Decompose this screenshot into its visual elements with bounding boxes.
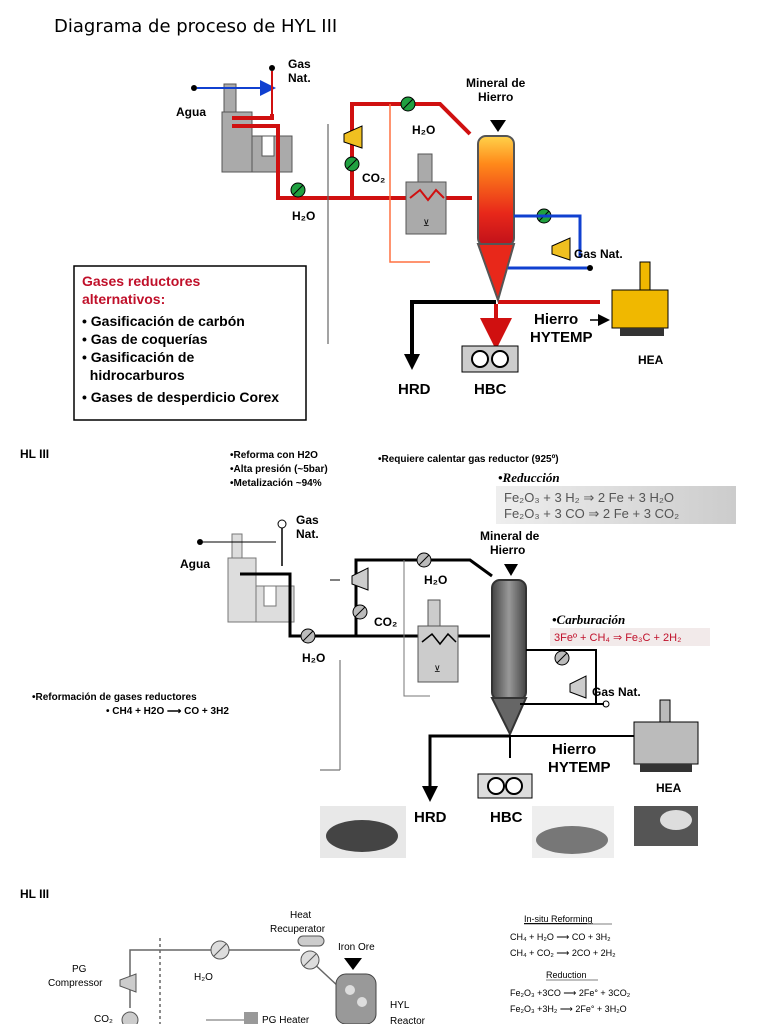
mineral-label-2-l1: Mineral de: [480, 529, 540, 543]
reformacion-eq: • CH4 + H2O ⟶ CO + 3H2: [106, 706, 229, 717]
compressor-icon-3: [351, 567, 369, 591]
hytemp-label: HYTEMP: [530, 329, 593, 346]
reactor-label: Reactor: [390, 1016, 426, 1024]
insitu-eq-2: CH₄ + CO₂ ⟶ 2CO + 2H₂: [510, 948, 616, 958]
mineral-label-2-l2: Hierro: [490, 543, 525, 557]
co2-valve-icon: [121, 1011, 139, 1024]
compressor-icon: [343, 125, 363, 149]
carburacion-label: •Carburación: [552, 612, 625, 627]
hyl-reactor-icon: [335, 973, 377, 1024]
hytemp-label-2: HYTEMP: [548, 759, 611, 776]
box-title-l2: alternativos:: [82, 291, 165, 307]
reduction-title: Reduction: [546, 970, 587, 980]
h2o-label-a: H₂O: [412, 123, 435, 137]
reduction-eq-2: Fe₂O₃ +3H₂ ⟶ 2Fe° + 3H₂O: [510, 1004, 627, 1014]
box-item-4: hidrocarburos: [82, 367, 185, 383]
reactor-shaft-furnace-2: [490, 564, 528, 737]
heat-recuperator-l2: Recuperator: [270, 924, 326, 935]
hyl-process-diagram-color: Gas Nat. Agua H₂O CO₂ H₂O ⊻ Mi: [0, 54, 768, 424]
pg-heater-icon: [244, 1012, 258, 1024]
svg-text:⊻: ⊻: [423, 218, 430, 228]
hyl-label: HYL: [390, 1000, 410, 1011]
co2-label: CO₂: [362, 171, 385, 185]
alt-gases-box: [73, 265, 307, 421]
gas-nat-label-l1: Gas: [288, 57, 311, 71]
box-title-l1: Gases reductores: [82, 273, 200, 289]
pg-compressor-icon: [119, 973, 137, 993]
insitu-eq-1: CH₄ + H₂O ⟶ CO + 3H₂: [510, 932, 611, 942]
iron-ore-arrow-icon: [344, 958, 362, 970]
svg-text:⊻: ⊻: [434, 664, 441, 674]
co2-label-2: CO₂: [374, 615, 397, 629]
heat-recuperator-icon: [297, 935, 325, 947]
h2o-label-b: H₂O: [292, 209, 315, 223]
hbc-label: HBC: [474, 381, 507, 398]
humidifier-unit: [221, 83, 293, 173]
reduccion-eq-1: Fe₂O₃ + 3 H₂ ⇒ 2 Fe + 3 H₂O: [504, 490, 674, 505]
h2o-label-2b: H₂O: [302, 651, 325, 665]
reactor-shaft-furnace: [476, 120, 516, 304]
reduction-eq-1: Fe₂O₃ +3CO ⟶ 2Fe° + 3CO₂: [510, 988, 631, 998]
mineral-label-l2: Hierro: [478, 90, 513, 104]
gas-nat-label-2-l2: Nat.: [296, 527, 319, 541]
note-right: •Requiere calentar gas reductor (925º): [378, 454, 559, 465]
pg-heater-label: PG Heater: [262, 1015, 310, 1024]
hea-photo: [634, 806, 698, 846]
compressor-icon-4: [569, 675, 587, 699]
box-item-1: • Gasificación de carbón: [82, 313, 245, 329]
reduccion-eq-2: Fe₂O₃ + 3 CO ⇒ 2 Fe + 3 CO₂: [504, 506, 679, 521]
iron-ore-label: Iron Ore: [338, 942, 375, 953]
pg-compressor-l1: PG: [72, 964, 87, 975]
note-left-3: •Metalización ~94%: [230, 478, 322, 489]
hea-machine-2: [633, 699, 699, 772]
box-item-5: • Gases de desperdicio Corex: [82, 389, 279, 405]
hea-briquetting-machine: [611, 261, 669, 336]
hrd-arrow-icon-2: [422, 786, 438, 802]
water-inlet: [191, 65, 276, 114]
reduccion-eq-bg: [496, 486, 736, 524]
gas-nat-label-l2: Nat.: [288, 71, 311, 85]
mineral-label-l1: Mineral de: [466, 76, 526, 90]
gas-heater: ⊻: [405, 153, 447, 235]
gas-nat-right-label: Gas Nat.: [574, 247, 623, 261]
insitu-title: In-situ Reforming: [524, 914, 593, 924]
box-item-3: • Gasificación de: [82, 349, 194, 365]
gas-nat-label-2-l1: Gas: [296, 513, 319, 527]
pg-compressor-l2: Compressor: [48, 978, 103, 989]
agua-label-2: Agua: [180, 557, 210, 571]
heat-recuperator-l1: Heat: [290, 910, 311, 921]
valve-icons-2: [300, 552, 570, 666]
carburacion-eq: 3Feº + CH₄ ⇒ Fe₃C + 2H₂: [554, 632, 681, 644]
fig3-title: HL III: [20, 887, 49, 901]
note-left-2: •Alta presión (~5bar): [230, 464, 328, 475]
hrd-arrow-icon: [404, 354, 420, 370]
hea-label-2: HEA: [656, 781, 682, 795]
compressor-icon-2: [551, 237, 571, 261]
hrd-label-2: HRD: [414, 809, 447, 826]
hbc-label-2: HBC: [490, 809, 523, 826]
humidifier-unit-2: [227, 533, 295, 623]
hierro-label-2: Hierro: [552, 741, 596, 758]
hbc-briquette-icon: [461, 345, 519, 373]
natural-gas-loop: [508, 214, 590, 270]
co2-label-3: CO₂: [94, 1014, 113, 1024]
h2o-label-3: H₂O: [194, 972, 213, 983]
hyl-reactor-schematic-en: HL III Heat Recuperator Iron Ore PG Comp…: [0, 878, 768, 1024]
note-left-1: •Reforma con H2O: [230, 450, 318, 461]
gas-heater-2: ⊻: [417, 599, 459, 683]
gas-nat-right-label-2: Gas Nat.: [592, 685, 641, 699]
hierro-label: Hierro: [534, 311, 578, 328]
hrd-label: HRD: [398, 381, 431, 398]
reformacion-label: •Reformación de gases reductores: [32, 692, 197, 703]
hbc-photo: [532, 806, 614, 858]
page-title: Diagrama de proceso de HYL III: [54, 16, 338, 37]
reduccion-label: •Reducción: [498, 470, 560, 485]
hea-label: HEA: [638, 353, 664, 367]
hrd-photo: [320, 806, 406, 858]
box-item-2: • Gas de coquerías: [82, 331, 208, 347]
fig2-title: HL III: [20, 447, 49, 461]
agua-label: Agua: [176, 105, 206, 119]
hyl-process-diagram-bw: HL III •Reforma con H2O •Alta presión (~…: [0, 440, 768, 860]
h2o-label-2a: H₂O: [424, 573, 447, 587]
